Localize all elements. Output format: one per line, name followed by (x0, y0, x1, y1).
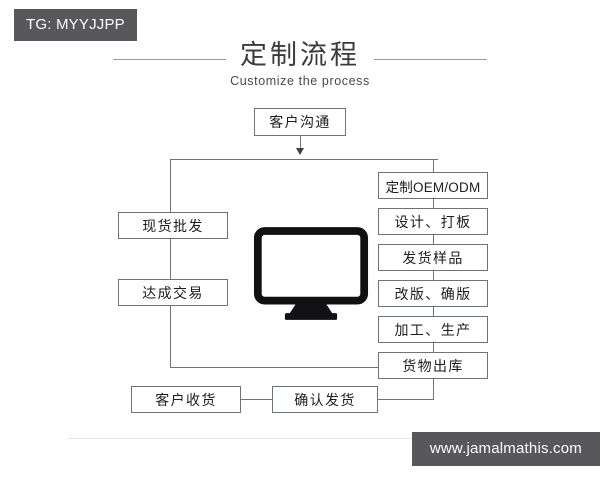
watermark-badge-bottom-right: www.jamalmathis.com (411, 432, 600, 466)
connector-right-3-4 (433, 307, 434, 316)
page-title: 定制流程 (226, 38, 374, 72)
flow-node-right-1[interactable]: 设计、打板 (378, 208, 488, 235)
page-subtitle: Customize the process (230, 74, 370, 88)
connector-main-bus (170, 159, 438, 160)
flow-node-bottom-0[interactable]: 客户收货 (131, 386, 241, 413)
connector-confirm-to-receive (241, 399, 272, 400)
title-rule-left (113, 59, 238, 60)
flow-node-right-0[interactable]: 定制OEM/ODM (378, 172, 488, 199)
connector-right-1-2 (433, 235, 434, 244)
connector-start-down (300, 136, 301, 154)
flow-node-right-4[interactable]: 加工、生产 (378, 316, 488, 343)
bottom-divider (68, 438, 538, 439)
connector-right-spine-top (433, 159, 434, 172)
flow-node-bottom-1[interactable]: 确认发货 (272, 386, 378, 413)
arrow-start-down (296, 148, 304, 155)
connector-right-0-1 (433, 199, 434, 208)
connector-right-4-merge (433, 343, 434, 352)
watermark-badge-top-left: TG: MYYJJPP (14, 9, 137, 41)
connector-right-2-3 (433, 271, 434, 280)
connector-left-spine (170, 159, 171, 368)
flow-node-merge[interactable]: 货物出库 (378, 352, 488, 379)
connector-merge-to-confirm (378, 399, 434, 400)
title-rule-right (362, 59, 487, 60)
connector-merge-down (433, 379, 434, 400)
page-header: 定制流程 Customize the process (0, 38, 600, 88)
flow-node-left-0[interactable]: 现货批发 (118, 212, 228, 239)
flow-node-right-2[interactable]: 发货样品 (378, 244, 488, 271)
flow-node-left-1[interactable]: 达成交易 (118, 279, 228, 306)
monitor-icon (253, 227, 369, 320)
title-row: 定制流程 (0, 38, 600, 72)
flow-node-right-3[interactable]: 改版、确版 (378, 280, 488, 307)
connector-left-to-merge (170, 367, 378, 368)
flow-node-start[interactable]: 客户沟通 (254, 108, 346, 136)
